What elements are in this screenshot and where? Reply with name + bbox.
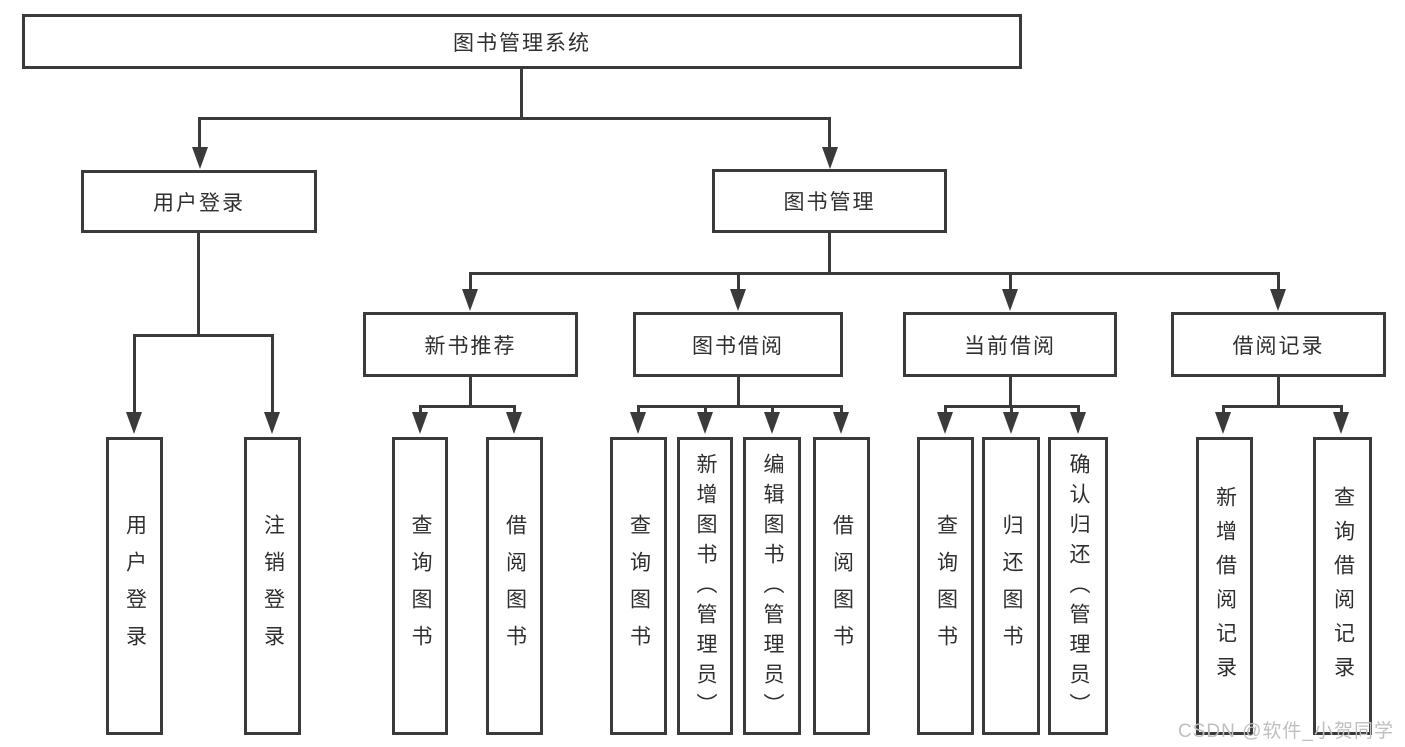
connector-line [198, 117, 201, 148]
arrow-down-icon [833, 412, 849, 434]
connector-line [1277, 272, 1280, 290]
leaf-user-login: 用户登录 [106, 437, 163, 735]
connector-line [1340, 405, 1343, 414]
leaf-edit-book-admin: 编辑图书（管理员） [743, 437, 801, 735]
arrow-down-icon [730, 289, 746, 311]
leaf-add-borrow-record: 新增借阅记录 [1196, 437, 1253, 735]
arrow-down-icon [630, 412, 646, 434]
connector-line [1222, 405, 1225, 414]
connector-line [419, 405, 422, 414]
node-current-borrow: 当前借阅 [903, 312, 1117, 377]
connector-line [704, 405, 707, 414]
arrow-down-icon [1070, 412, 1086, 434]
arrow-down-icon [1215, 412, 1231, 434]
csdn-watermark: CSDN @软件_小贺同学 [1178, 721, 1394, 742]
node-root-system: 图书管理系统 [22, 14, 1022, 69]
connector-line [1077, 405, 1080, 414]
connector-line [133, 334, 274, 337]
arrow-down-icon [264, 412, 280, 434]
leaf-query-books-recommend: 查询图书 [392, 437, 448, 735]
node-book-management: 图书管理 [712, 169, 947, 233]
arrow-down-icon [412, 412, 428, 434]
connector-line [469, 272, 472, 290]
connector-line [1010, 405, 1013, 414]
connector-line [1222, 405, 1343, 408]
node-user-login: 用户登录 [81, 170, 317, 233]
connector-line [198, 117, 831, 120]
connector-line [637, 405, 843, 408]
connector-line [133, 334, 136, 413]
connector-line [1277, 377, 1280, 408]
connector-line [419, 405, 516, 408]
connector-line [737, 272, 740, 290]
arrow-down-icon [1003, 412, 1019, 434]
connector-line [271, 334, 274, 413]
connector-line [771, 405, 774, 414]
leaf-query-borrow-record: 查询借阅记录 [1313, 437, 1372, 735]
arrow-down-icon [1333, 412, 1349, 434]
arrow-down-icon [506, 412, 522, 434]
leaf-add-book-admin: 新增图书（管理员） [677, 437, 733, 735]
arrow-down-icon [1002, 289, 1018, 311]
leaf-confirm-return-admin: 确认归还（管理员） [1048, 437, 1108, 735]
arrow-down-icon [126, 412, 142, 434]
leaf-borrow-books-recommend: 借阅图书 [486, 437, 543, 735]
connector-line [840, 405, 843, 414]
node-new-book-recommend: 新书推荐 [363, 312, 578, 377]
arrow-down-icon [462, 289, 478, 311]
arrow-down-icon [822, 147, 838, 169]
node-borrow-records: 借阅记录 [1171, 312, 1386, 377]
arrow-down-icon [192, 147, 208, 169]
connector-line [637, 405, 640, 414]
leaf-borrow-books: 借阅图书 [813, 437, 870, 735]
leaf-return-book: 归还图书 [982, 437, 1040, 735]
arrow-down-icon [1270, 289, 1286, 311]
leaf-query-books-borrow: 查询图书 [610, 437, 667, 735]
connector-line [513, 405, 516, 414]
connector-line [469, 377, 472, 408]
connector-line [828, 233, 831, 274]
connector-line [737, 377, 740, 408]
connector-line [520, 69, 523, 117]
connector-line [1009, 272, 1012, 290]
arrow-down-icon [764, 412, 780, 434]
connector-line [944, 405, 947, 414]
arrow-down-icon [937, 412, 953, 434]
connector-line [197, 233, 200, 337]
leaf-logout: 注销登录 [244, 437, 301, 735]
leaf-query-books-current: 查询图书 [917, 437, 974, 735]
connector-line [1009, 377, 1012, 408]
connector-line [828, 117, 831, 148]
node-book-borrow: 图书借阅 [633, 312, 843, 377]
arrow-down-icon [697, 412, 713, 434]
connector-line [469, 272, 1280, 275]
